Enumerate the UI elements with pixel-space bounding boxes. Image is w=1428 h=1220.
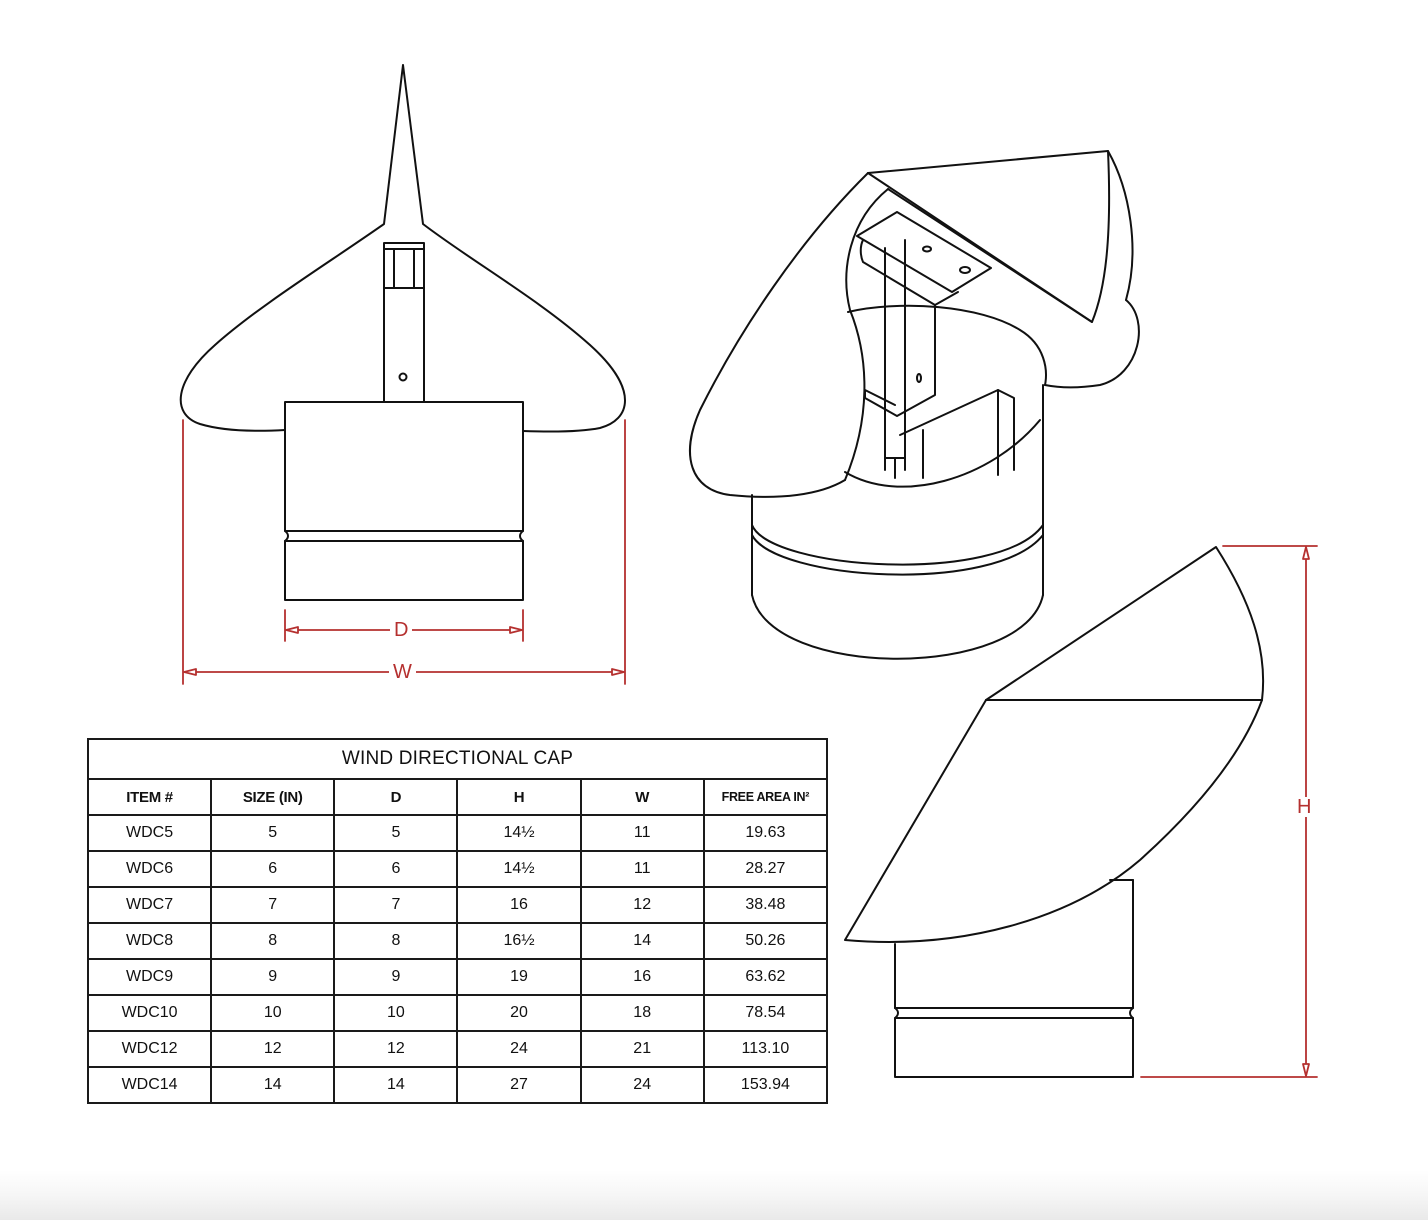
table-row: WDC5 5 5 14½ 11 19.63 (86, 814, 829, 852)
cell-size: 8 (210, 922, 336, 960)
front-view-drawing (179, 64, 626, 601)
spec-table: WIND DIRECTIONAL CAP ITEM # SIZE (IN) D … (86, 738, 829, 1104)
cell-h: 27 (456, 1066, 582, 1104)
side-view-dimensions (1140, 545, 1318, 1078)
table-row: WDC14 14 14 27 24 153.94 (86, 1066, 829, 1104)
dimension-label-d: D (390, 620, 413, 640)
table-row: WDC6 6 6 14½ 11 28.27 (86, 850, 829, 888)
side-view-drawing (844, 546, 1265, 1078)
cell-d: 9 (333, 958, 459, 996)
cell-size: 9 (210, 958, 336, 996)
cell-w: 11 (579, 814, 705, 852)
cell-size: 6 (210, 850, 336, 888)
header-w: W (579, 778, 705, 816)
cell-d: 6 (333, 850, 459, 888)
cell-free-area: 113.10 (702, 1030, 829, 1068)
dimension-label-w: W (389, 662, 416, 682)
table-row: WDC7 7 7 16 12 38.48 (86, 886, 829, 924)
cell-size: 12 (210, 1030, 336, 1068)
dimension-label-h: H (1293, 797, 1316, 817)
cell-size: 14 (210, 1066, 336, 1104)
cell-w: 16 (579, 958, 705, 996)
table-row: WDC8 8 8 16½ 14 50.26 (86, 922, 829, 960)
cell-d: 5 (333, 814, 459, 852)
table-row: WDC12 12 12 24 21 113.10 (86, 1030, 829, 1068)
cell-item: WDC12 (86, 1030, 213, 1068)
cell-free-area: 78.54 (702, 994, 829, 1032)
cell-free-area: 19.63 (702, 814, 829, 852)
cell-free-area: 153.94 (702, 1066, 829, 1104)
cell-free-area: 63.62 (702, 958, 829, 996)
cell-h: 14½ (456, 814, 582, 852)
header-d: D (333, 778, 459, 816)
cell-h: 24 (456, 1030, 582, 1068)
isometric-view-drawing (689, 150, 1140, 660)
cell-item: WDC9 (86, 958, 213, 996)
cell-size: 5 (210, 814, 336, 852)
cell-h: 16½ (456, 922, 582, 960)
table-header-row: ITEM # SIZE (IN) D H W FREE AREA IN² (86, 778, 829, 816)
cell-h: 16 (456, 886, 582, 924)
front-view-dimensions (182, 419, 626, 685)
header-item: ITEM # (86, 778, 213, 816)
cell-h: 19 (456, 958, 582, 996)
cell-w: 18 (579, 994, 705, 1032)
table-title: WIND DIRECTIONAL CAP (87, 738, 828, 780)
cell-size: 7 (210, 886, 336, 924)
header-size: SIZE (IN) (210, 778, 336, 816)
cell-free-area: 28.27 (702, 850, 829, 888)
cell-item: WDC6 (86, 850, 213, 888)
cell-h: 14½ (456, 850, 582, 888)
table-title-row: WIND DIRECTIONAL CAP (87, 738, 828, 780)
cell-d: 14 (333, 1066, 459, 1104)
table-row: WDC10 10 10 20 18 78.54 (86, 994, 829, 1032)
cell-size: 10 (210, 994, 336, 1032)
cell-w: 11 (579, 850, 705, 888)
cell-item: WDC10 (86, 994, 213, 1032)
cell-h: 20 (456, 994, 582, 1032)
cell-free-area: 38.48 (702, 886, 829, 924)
cell-item: WDC8 (86, 922, 213, 960)
cell-free-area: 50.26 (702, 922, 829, 960)
cell-w: 12 (579, 886, 705, 924)
header-free-area: FREE AREA IN² (702, 778, 829, 816)
header-h: H (456, 778, 582, 816)
cell-item: WDC14 (86, 1066, 213, 1104)
cell-item: WDC7 (86, 886, 213, 924)
cell-item: WDC5 (86, 814, 213, 852)
cell-d: 7 (333, 886, 459, 924)
cell-w: 24 (579, 1066, 705, 1104)
cell-d: 10 (333, 994, 459, 1032)
cell-d: 8 (333, 922, 459, 960)
cell-w: 21 (579, 1030, 705, 1068)
cell-w: 14 (579, 922, 705, 960)
cell-d: 12 (333, 1030, 459, 1068)
table-row: WDC9 9 9 19 16 63.62 (86, 958, 829, 996)
